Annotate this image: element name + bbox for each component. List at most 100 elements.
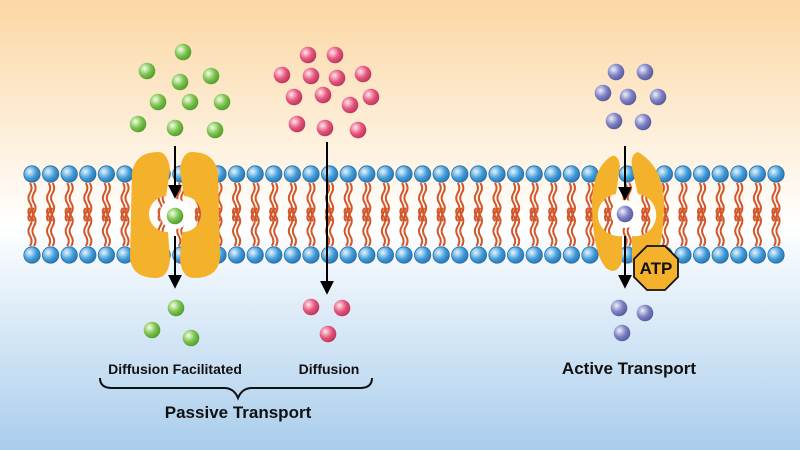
lipid-tail <box>529 207 535 247</box>
phospholipid-head <box>581 246 599 264</box>
channel-protein-left-lobe <box>130 152 170 278</box>
pink-molecule <box>333 299 351 317</box>
phospholipid-head <box>469 246 487 264</box>
lipid-tail <box>436 207 442 247</box>
lipid-tail <box>715 207 721 247</box>
lipid-tail <box>589 207 595 247</box>
lipid-tail <box>566 207 572 247</box>
green-molecule <box>181 93 199 111</box>
atp-label: ATP <box>640 259 673 278</box>
lipid-tail <box>492 207 498 247</box>
lipid-tail <box>273 207 279 247</box>
phospholipid-head <box>41 246 60 264</box>
facilitated-diffusion-label: Diffusion Facilitated <box>108 361 242 377</box>
phospholipid-head <box>339 165 357 183</box>
phospholipid-head <box>395 246 413 264</box>
lipid-tail <box>473 207 479 247</box>
phospholipid-head <box>23 246 41 264</box>
lipid-tail <box>734 207 740 247</box>
phospholipid-head <box>413 165 432 183</box>
green-molecule <box>143 321 161 339</box>
phospholipid-head <box>488 165 506 183</box>
lipid-tail <box>570 207 576 247</box>
lipid-tail <box>310 207 316 247</box>
phospholipid-head <box>358 165 376 183</box>
purple-molecule <box>607 63 625 81</box>
phospholipid-head <box>320 165 339 183</box>
lipid-tail <box>515 207 521 247</box>
phospholipid-head <box>246 246 264 264</box>
pink-molecule <box>316 119 334 137</box>
pink-molecule <box>349 121 367 139</box>
phospholipid-head <box>544 165 562 183</box>
lipid-tail <box>418 207 424 247</box>
lipid-tail <box>101 207 107 247</box>
lipid-tail <box>124 207 130 247</box>
lipid-tail <box>380 207 386 247</box>
lipid-tail <box>68 207 74 247</box>
lipid-tail <box>287 207 293 247</box>
phospholipid-head <box>525 246 543 264</box>
green-molecule <box>174 43 192 61</box>
phospholipid-head <box>562 246 581 264</box>
lipid-tail <box>496 207 502 247</box>
lipid-tail <box>236 207 242 247</box>
lipid-tail <box>511 207 517 247</box>
phospholipid-head <box>302 165 320 183</box>
lipid-tail <box>343 207 349 247</box>
flow-arrows <box>168 142 632 295</box>
pink-molecule <box>341 96 359 114</box>
lipid-tail <box>347 207 353 247</box>
pink-molecule <box>314 86 332 104</box>
lipid-tail <box>533 207 539 247</box>
lipid-tail <box>459 207 465 247</box>
phospholipid-head <box>506 165 525 183</box>
lipid-tail <box>46 207 52 247</box>
phospholipid-head <box>767 165 785 183</box>
purple-molecule <box>610 299 628 317</box>
lipid-tail <box>64 207 70 247</box>
pink-molecule <box>273 66 291 84</box>
channel-proteins <box>130 152 664 278</box>
lipid-tail <box>403 207 409 247</box>
phospholipid-head <box>376 246 394 264</box>
purple-molecule <box>605 112 623 130</box>
lipid-tail <box>306 207 312 247</box>
phospholipid-head <box>692 165 711 183</box>
phospholipid-head <box>432 246 450 264</box>
lipid-tail <box>678 207 684 247</box>
phospholipid-head <box>488 246 506 264</box>
purple-molecule <box>619 88 637 106</box>
lipid-tail <box>422 207 428 247</box>
phospholipid-head <box>544 246 562 264</box>
purple-molecule <box>636 304 654 322</box>
lipid-tail <box>752 207 758 247</box>
lipid-tail <box>775 207 781 247</box>
lipid-tail <box>329 207 335 247</box>
lipid-tail <box>682 207 688 247</box>
lipid-tail <box>87 207 93 247</box>
phospholipid-head <box>730 246 748 264</box>
pink-molecule <box>285 88 303 106</box>
green-molecule <box>213 93 231 111</box>
lipid-tail <box>756 207 762 247</box>
lipid-tail <box>719 207 725 247</box>
phospholipid-head <box>748 246 767 264</box>
lipid-tail <box>250 207 256 247</box>
lipid-tail <box>31 207 37 247</box>
phospholipid-head <box>283 246 301 264</box>
phospholipid-head <box>506 246 525 264</box>
lipid-tail <box>399 207 405 247</box>
pink-molecule <box>354 65 372 83</box>
phospholipid-head <box>246 165 264 183</box>
lipid-tail <box>701 207 707 247</box>
lipid-tail <box>548 207 554 247</box>
pink-molecule <box>288 115 306 133</box>
channel-protein-right-lobe <box>180 152 220 278</box>
phospholipid-head <box>79 246 97 264</box>
phospholipid-head <box>748 165 767 183</box>
phospholipid-head <box>97 165 116 183</box>
